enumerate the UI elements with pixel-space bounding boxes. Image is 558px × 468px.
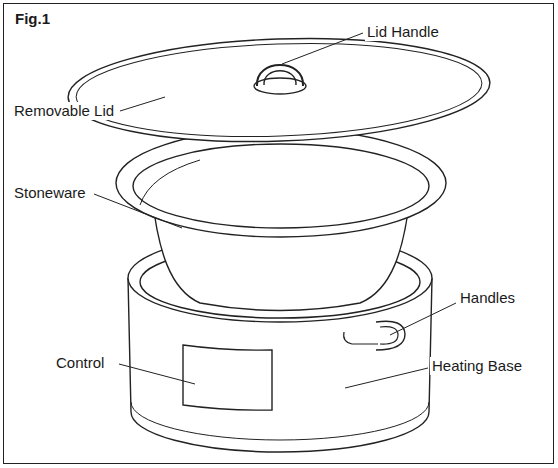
control-panel: [183, 345, 272, 410]
part-label: Stoneware: [12, 184, 88, 202]
part-label: Control: [54, 354, 106, 372]
lid-knob: [257, 65, 303, 86]
lid: [66, 32, 491, 149]
side-handle: [376, 321, 405, 350]
part-label: Lid Handle: [365, 23, 441, 41]
figure-frame: [4, 4, 554, 464]
stoneware: [116, 129, 446, 311]
leader-lines: [94, 33, 456, 388]
part-label: Heating Base: [430, 357, 524, 375]
part-label: Removable Lid: [12, 102, 116, 120]
figure-title: Fig.1: [13, 10, 52, 28]
part-label: Handles: [458, 289, 517, 307]
